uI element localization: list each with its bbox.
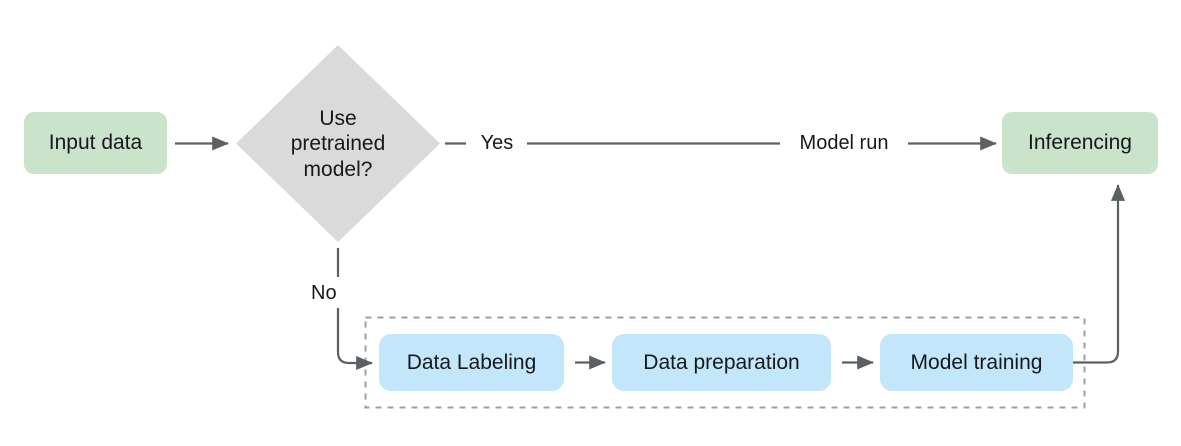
node-decision[interactable]: Use pretrained model? <box>246 88 430 200</box>
edge-label-yes: Yes <box>470 129 524 158</box>
edge-no-to-data-labeling <box>336 308 373 371</box>
node-data-labeling-label: Data Labeling <box>406 350 537 374</box>
edge-label-no-text: No <box>311 281 337 304</box>
node-input-data[interactable]: Input data <box>24 112 167 174</box>
node-data-preparation-label: Data preparation <box>643 350 800 374</box>
node-data-labeling[interactable]: Data Labeling <box>379 334 564 391</box>
edge-label-model-run: Model run <box>782 129 906 158</box>
node-decision-label-line1: Use <box>319 106 357 130</box>
node-inferencing[interactable]: Inferencing <box>1002 112 1158 174</box>
node-decision-label-line3: model? <box>303 157 373 181</box>
edge-label-model-run-text: Model run <box>799 132 889 154</box>
decision-diamond-shape <box>236 45 440 242</box>
node-input-data-label: Input data <box>48 131 143 155</box>
edge-training-to-inferencing <box>1073 184 1126 364</box>
edge-label-yes-text: Yes <box>480 132 514 154</box>
edge-label-no: No <box>311 279 356 307</box>
node-model-training[interactable]: Model training <box>880 334 1073 391</box>
node-model-training-label: Model training <box>910 350 1043 374</box>
node-data-preparation[interactable]: Data preparation <box>612 334 831 391</box>
node-inferencing-label: Inferencing <box>1028 131 1132 155</box>
node-decision-label-line2: pretrained <box>290 132 386 156</box>
